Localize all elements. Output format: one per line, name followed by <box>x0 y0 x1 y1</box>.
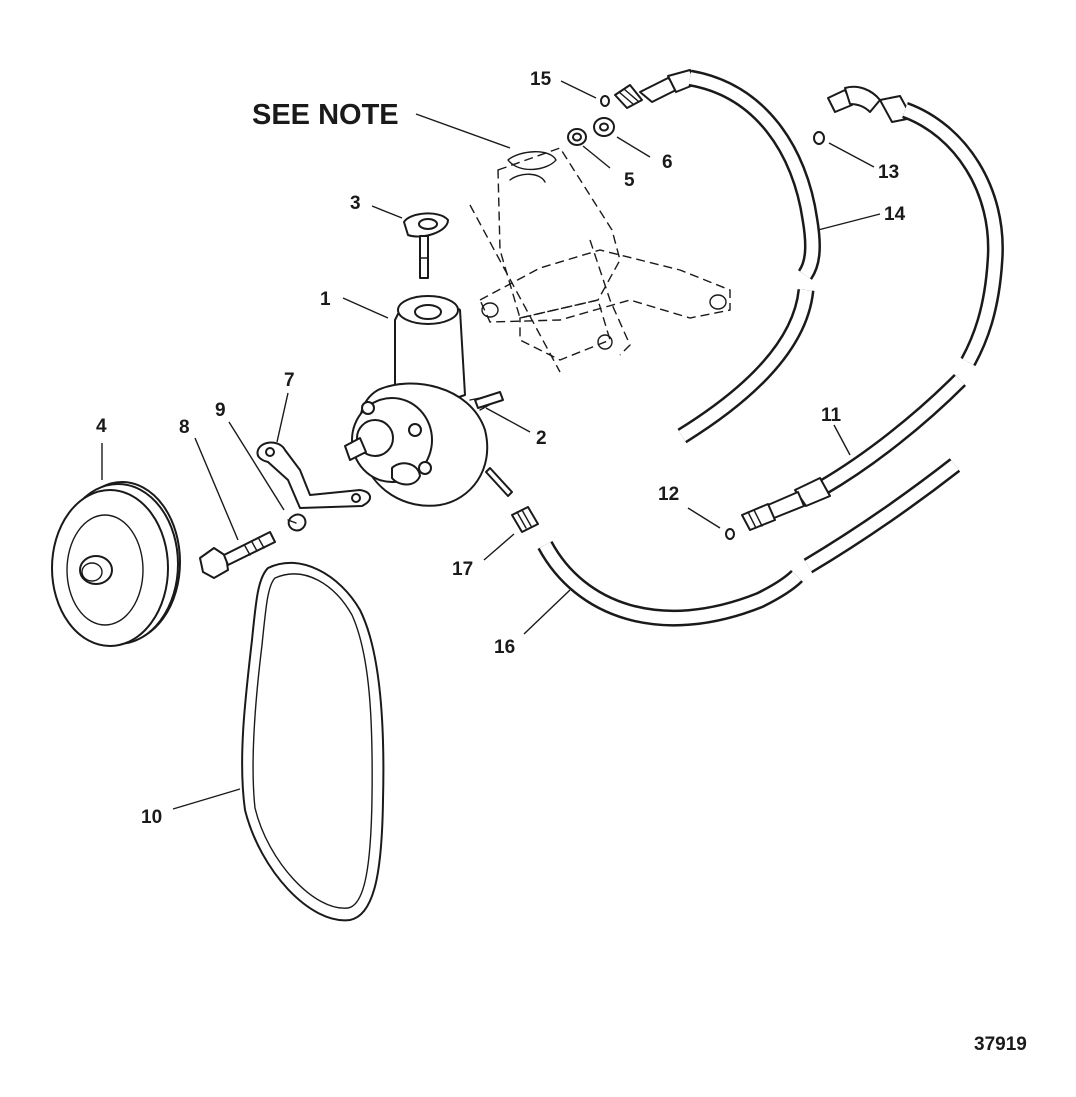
callout-11: 11 <box>821 405 842 426</box>
callout-8: 8 <box>179 417 190 438</box>
drive-belt <box>241 561 385 922</box>
callout-9: 9 <box>215 400 226 421</box>
return-hose-lower <box>537 458 961 627</box>
nut <box>593 117 615 137</box>
callout-4: 4 <box>96 416 107 437</box>
mounting-bracket <box>469 147 731 373</box>
callout-17: 17 <box>452 559 473 580</box>
hose-fitting <box>511 506 539 533</box>
washer <box>567 128 587 146</box>
pulley <box>51 481 181 647</box>
callout-14: 14 <box>884 204 906 225</box>
cooler-hose <box>741 373 967 531</box>
o-ring-lower <box>725 528 735 540</box>
leader-lines <box>101 80 881 810</box>
callout-1: 1 <box>320 289 331 310</box>
figure-number: 37919 <box>974 1034 1027 1055</box>
callout-3: 3 <box>350 193 361 214</box>
callout-2: 2 <box>536 428 547 449</box>
callout-13: 13 <box>878 162 899 183</box>
stud <box>474 391 504 409</box>
callout-6: 6 <box>662 152 673 173</box>
lock-washer <box>287 513 307 532</box>
bolt <box>199 531 276 579</box>
o-ring-upper <box>813 131 825 145</box>
callout-7: 7 <box>284 370 295 391</box>
callout-16: 16 <box>494 637 515 658</box>
brace <box>256 441 371 509</box>
callout-15: 15 <box>530 69 552 90</box>
return-hose-upper <box>827 85 1004 367</box>
callout-5: 5 <box>624 170 635 191</box>
power-steering-pump <box>344 295 513 507</box>
pressure-hose <box>614 69 821 444</box>
o-ring <box>600 95 610 107</box>
callout-12: 12 <box>658 484 679 505</box>
reservoir-cap <box>403 212 449 279</box>
see-note-label: SEE NOTE <box>252 99 399 131</box>
callout-10: 10 <box>141 807 162 828</box>
